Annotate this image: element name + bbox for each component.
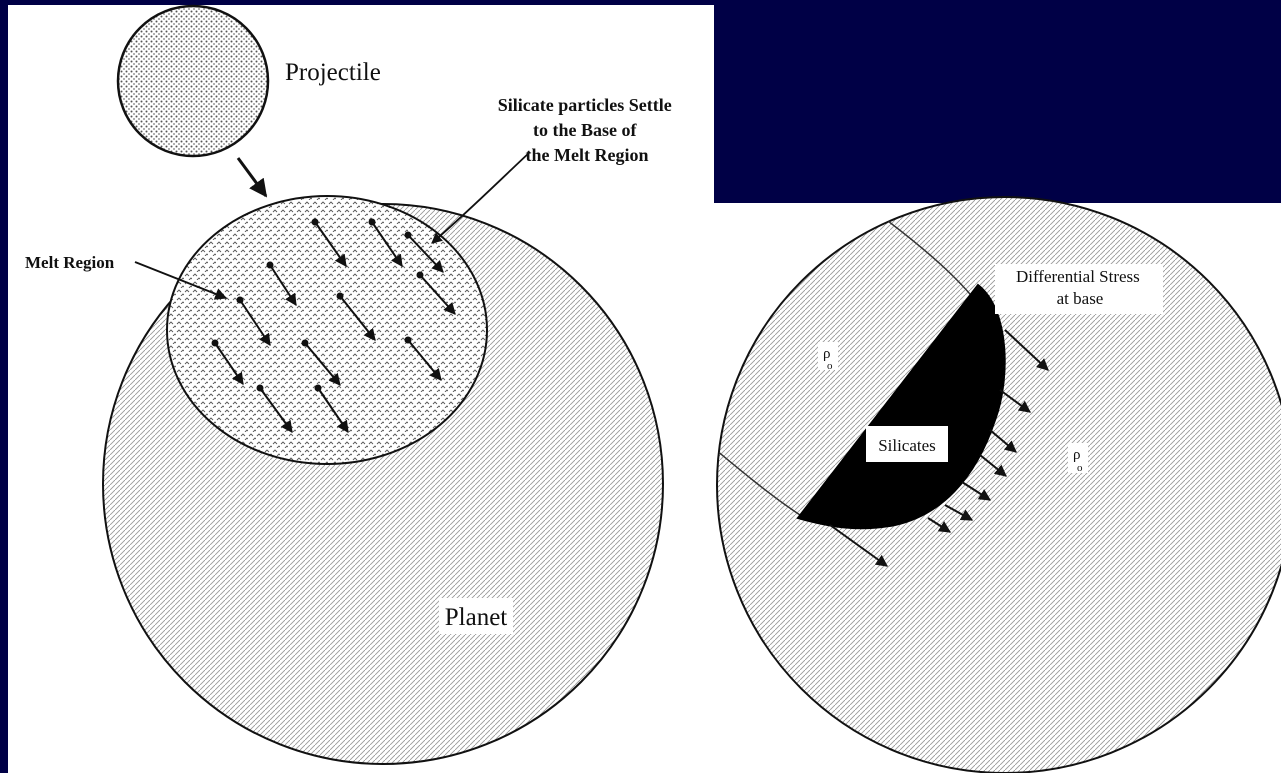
particle-arrow bbox=[314, 221, 347, 267]
silicate-label: Silicate particles Settle to the Base of… bbox=[498, 95, 676, 165]
density-label-right-box bbox=[1068, 443, 1088, 473]
particle-arrow bbox=[407, 234, 444, 273]
silicate-label-leader bbox=[431, 151, 531, 244]
silicates-label: Silicates bbox=[878, 436, 936, 455]
stress-arrow bbox=[927, 517, 952, 533]
density-left-symbol: ρ bbox=[823, 346, 831, 362]
differential-stress-label: Differential Stress at base bbox=[1016, 267, 1144, 308]
particle-arrow bbox=[239, 299, 271, 346]
particle-arrows bbox=[211, 218, 456, 433]
density-right-symbol: ρ bbox=[1073, 447, 1081, 463]
melt-region-circle bbox=[166, 195, 488, 465]
stress-arrow bbox=[961, 481, 992, 501]
projectile-label: Projectile bbox=[285, 59, 381, 86]
differential-stress-line-1: Differential Stress bbox=[1016, 267, 1140, 286]
particle-arrow bbox=[304, 342, 341, 386]
silicate-label-line-1: Silicate particles Settle bbox=[498, 95, 672, 115]
particle-arrow bbox=[339, 295, 376, 341]
right-panel: Differential Stress at base Silicates ρ … bbox=[716, 196, 1281, 773]
particle-arrow bbox=[259, 387, 293, 433]
differential-stress-box bbox=[995, 264, 1163, 314]
particle-arrow bbox=[407, 339, 442, 381]
silicate-label-line-2: to the Base of bbox=[533, 120, 637, 140]
melt-boundary-lower-arc bbox=[717, 449, 801, 516]
planet-label: Planet bbox=[445, 604, 508, 631]
particle-arrow bbox=[419, 274, 456, 315]
right-planet-circle bbox=[716, 196, 1281, 773]
stress-arrow bbox=[829, 524, 888, 567]
particle-arrow bbox=[371, 221, 403, 267]
density-right-subscript: o bbox=[1077, 462, 1083, 474]
projectile-direction-arrow bbox=[236, 157, 268, 198]
density-label-right: ρ o bbox=[1073, 447, 1084, 474]
silicates-label-box bbox=[866, 426, 948, 462]
density-label-left: ρ o bbox=[823, 346, 834, 372]
stress-arrow bbox=[1004, 329, 1049, 371]
melt-region-label: Melt Region bbox=[25, 253, 115, 272]
stress-arrows bbox=[829, 329, 1049, 567]
particle-arrow bbox=[317, 387, 349, 433]
planet-label-box bbox=[439, 598, 513, 634]
differential-stress-line-2: at base bbox=[1057, 289, 1104, 308]
particle-arrow bbox=[214, 342, 244, 385]
stress-arrow bbox=[989, 429, 1017, 453]
density-label-left-box bbox=[818, 342, 838, 370]
density-left-subscript: o bbox=[827, 360, 833, 372]
melt-region-leader bbox=[134, 261, 228, 300]
projectile-circle bbox=[116, 4, 270, 158]
left-panel: Projectile Silicate particles Settle to … bbox=[25, 4, 676, 765]
silicate-label-line-3: the Melt Region bbox=[526, 145, 649, 165]
stress-arrow bbox=[999, 389, 1031, 413]
particle-arrow bbox=[269, 264, 297, 307]
stress-arrow bbox=[979, 454, 1007, 477]
stress-arrow bbox=[944, 504, 974, 521]
